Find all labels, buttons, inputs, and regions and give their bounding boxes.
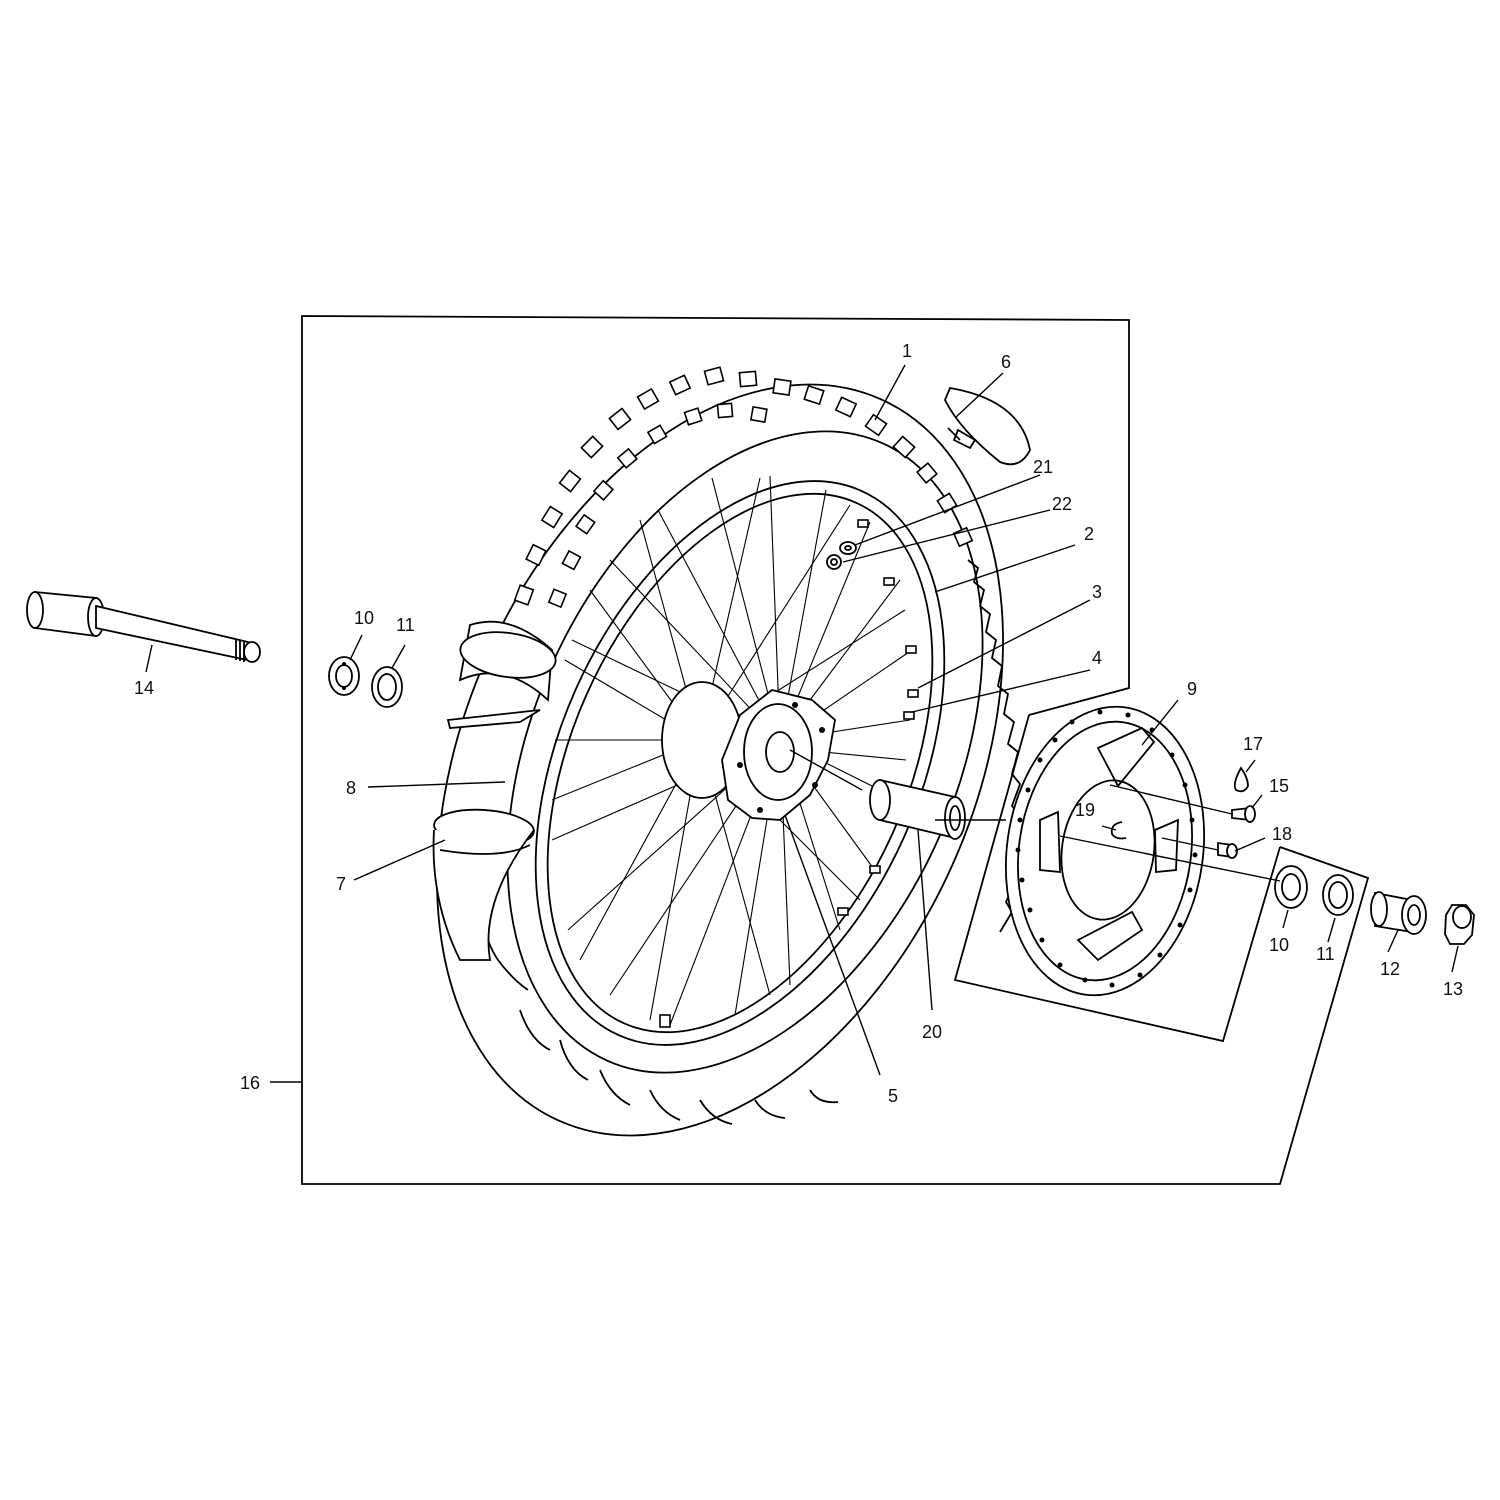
callout-17: 17 <box>1243 734 1263 754</box>
spacer <box>1370 891 1427 935</box>
circlip <box>1110 821 1127 840</box>
inner-tube <box>432 808 535 961</box>
nipples <box>659 519 919 1028</box>
threadlock <box>1233 766 1249 793</box>
callout-15: 15 <box>1269 776 1289 796</box>
nut <box>826 554 842 570</box>
inner-spacer <box>869 778 966 840</box>
callout-10b: 10 <box>1269 935 1289 955</box>
callout-20: 20 <box>922 1022 942 1042</box>
callout-13: 13 <box>1443 979 1463 999</box>
disc-holes <box>1015 709 1198 988</box>
rim-lock <box>944 386 1031 466</box>
callout-1: 1 <box>902 341 912 361</box>
callout-3: 3 <box>1092 582 1102 602</box>
tread-knobs <box>513 366 974 609</box>
callout-4: 4 <box>1092 648 1102 668</box>
callout-21: 21 <box>1033 457 1053 477</box>
brake-disc <box>1004 705 1206 997</box>
callout-12: 12 <box>1380 959 1400 979</box>
callout-14: 14 <box>134 678 154 698</box>
callout-6: 6 <box>1001 352 1011 372</box>
callout-11: 10 <box>354 608 374 628</box>
hub <box>661 681 836 821</box>
seal-right <box>1322 874 1354 916</box>
bearing-left <box>371 666 403 708</box>
washer <box>839 541 857 555</box>
callout-18: 18 <box>1272 824 1292 844</box>
brake-disc-group-frame <box>953 714 1281 1043</box>
bearing-right <box>1274 865 1308 909</box>
rim-band <box>446 620 557 729</box>
rim <box>534 480 946 1046</box>
callout-7: 7 <box>336 874 346 894</box>
callout-2: 2 <box>1084 524 1094 544</box>
callout-22: 22 <box>1052 494 1072 514</box>
leader-lines <box>145 364 1459 1083</box>
axle-nut <box>1444 904 1475 945</box>
seal-left <box>328 656 360 696</box>
axle <box>26 591 261 663</box>
callout-labels: 1 6 21 22 2 3 4 9 17 15 19 18 10 11 14 8… <box>134 341 1463 1106</box>
callout-11b: 11 <box>1316 944 1335 964</box>
callout-9: 9 <box>1187 679 1197 699</box>
disc-bushing <box>1217 841 1238 859</box>
disc-screw <box>1231 805 1256 823</box>
callout-8: 8 <box>346 778 356 798</box>
wheel-assembly-frame <box>301 315 1370 1185</box>
callout-10: 11 <box>396 615 415 635</box>
callout-5: 5 <box>888 1086 898 1106</box>
callout-16: 16 <box>240 1073 260 1093</box>
callout-19: 19 <box>1075 800 1095 820</box>
